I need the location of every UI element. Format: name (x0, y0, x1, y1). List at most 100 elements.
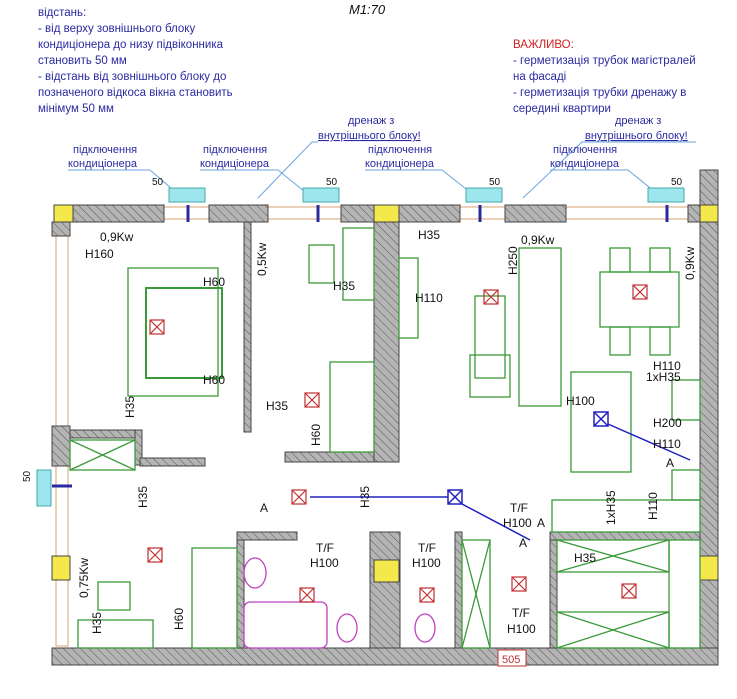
important-title: ВАЖЛИВО: (513, 39, 574, 51)
switch-label: A (519, 536, 527, 550)
dimension-label: 50 (489, 177, 501, 188)
note-line: кондиціонера до низу підвіконника (38, 39, 223, 51)
height-label: H100 (507, 622, 536, 636)
note-line: - герметизація трубок магістралей (513, 55, 696, 67)
callout-text: дренаж з (348, 115, 394, 127)
callout-text: підключення (368, 144, 432, 156)
height-label: H35 (123, 396, 137, 418)
power-label: 0,9Kw (683, 246, 697, 280)
callout-text: підключення (553, 144, 617, 156)
light-icon (147, 547, 163, 563)
power-label: 0,5Kw (255, 242, 269, 276)
note-line: становить 50 мм (38, 55, 127, 67)
socket-type-label: T/F (316, 541, 334, 555)
ac-outdoor-units: 50 50 50 50 50 (22, 177, 685, 507)
scale-label: M1:70 (349, 2, 386, 17)
walls (51, 169, 719, 666)
power-label: 0,9Kw (521, 233, 555, 247)
callout-text: підключення (203, 144, 267, 156)
electrical-labels: 0,9Kw H160 0,5Kw H60 H60 H35 H35 H35 H11… (77, 228, 697, 636)
note-line: - відстань від зовнішнього блоку до (38, 71, 227, 83)
callout-drain-2: дренаж з внутрішнього блоку! (522, 115, 696, 199)
furniture (69, 227, 701, 649)
callout-drain-1: дренаж з внутрішнього блоку! (257, 115, 421, 199)
dimension-label: 50 (152, 177, 164, 188)
note-line: - від верху зовнішнього блоку (38, 23, 196, 35)
height-label: H35 (333, 279, 355, 293)
height-label: H100 (566, 394, 595, 408)
columns (51, 204, 719, 583)
note-line: на фасаді (513, 71, 567, 83)
ac-unit-icon (647, 187, 685, 203)
socket-type-label: T/F (418, 541, 436, 555)
light-icon (419, 587, 435, 603)
light-icon (621, 583, 637, 599)
height-label: H35 (358, 486, 372, 508)
height-label: H100 (412, 556, 441, 570)
height-label: H110 (415, 291, 443, 305)
socket-type-label: T/F (510, 501, 528, 515)
height-label: H110 (653, 359, 681, 373)
callout-text: внутрішнього блоку! (585, 130, 688, 142)
switch-label: A (260, 501, 268, 515)
height-label: H250 (506, 246, 520, 275)
unit-number: 505 (502, 654, 520, 666)
ac-unit-icon (36, 469, 52, 507)
light-icon (304, 392, 320, 408)
callout-text: дренаж з (615, 115, 661, 127)
distance-note: відстань: - від верху зовнішнього блоку … (38, 5, 233, 117)
dimension-label: 50 (22, 470, 33, 482)
height-label: H35 (136, 486, 150, 508)
light-icon (291, 489, 307, 505)
ceiling-lights (147, 284, 648, 603)
callout-connection-3: підключення кондиціонера (365, 144, 481, 201)
callout-text: підключення (73, 144, 137, 156)
height-label: 1xH35 (604, 490, 618, 525)
light-icon (511, 576, 527, 592)
sanitary-fixtures (243, 557, 436, 649)
height-label: H100 (310, 556, 339, 570)
important-note: ВАЖЛИВО: - герметизація трубок магістрал… (513, 37, 696, 117)
power-label: 0,9Kw (100, 230, 134, 244)
wiring (310, 411, 691, 541)
ac-unit-icon (465, 187, 503, 203)
callout-text: кондиціонера (365, 158, 435, 170)
callout-text: кондиціонера (68, 158, 138, 170)
note-line: мінімум 50 мм (38, 103, 114, 115)
ac-unit-icon (302, 187, 340, 203)
callout-connection-2: підключення кондиціонера (200, 144, 316, 201)
note-line: позначеного відкоса вікна становить (38, 87, 233, 99)
note-line: відстань: (38, 7, 87, 19)
height-label: H60 (172, 608, 186, 630)
switch-label: A (666, 456, 674, 470)
light-icon (483, 289, 499, 305)
callout-text: кондиціонера (200, 158, 270, 170)
height-label: H60 (203, 275, 225, 289)
callout-text: кондиціонера (550, 158, 620, 170)
height-label: 1xH35 (646, 370, 681, 384)
callout-text: внутрішнього блоку! (318, 130, 421, 142)
socket-type-label: T/F (512, 606, 530, 620)
height-label: H110 (646, 492, 660, 520)
dimension-label: 50 (671, 177, 683, 188)
pipe-penetrations (52, 205, 669, 488)
dimension-label: 50 (326, 177, 338, 188)
power-label: 0,75Kw (77, 558, 91, 598)
height-label: H35 (418, 228, 440, 242)
height-label: H35 (266, 399, 288, 413)
light-icon (149, 319, 165, 335)
note-line: - герметизація трубки дренажу в (513, 87, 687, 99)
callout-connection-1: підключення кондиціонера (68, 144, 186, 201)
height-label: H60 (203, 373, 225, 387)
unit-number-box (497, 649, 527, 667)
height-label: H110 (653, 437, 681, 451)
height-label: H200 (653, 416, 682, 430)
height-label: H100 (503, 516, 532, 530)
note-line: середині квартири (513, 103, 611, 115)
light-icon (632, 284, 648, 300)
light-icon (299, 587, 315, 603)
ac-unit-icon (168, 187, 206, 203)
height-label: H160 (85, 247, 114, 261)
height-label: H60 (309, 424, 323, 446)
